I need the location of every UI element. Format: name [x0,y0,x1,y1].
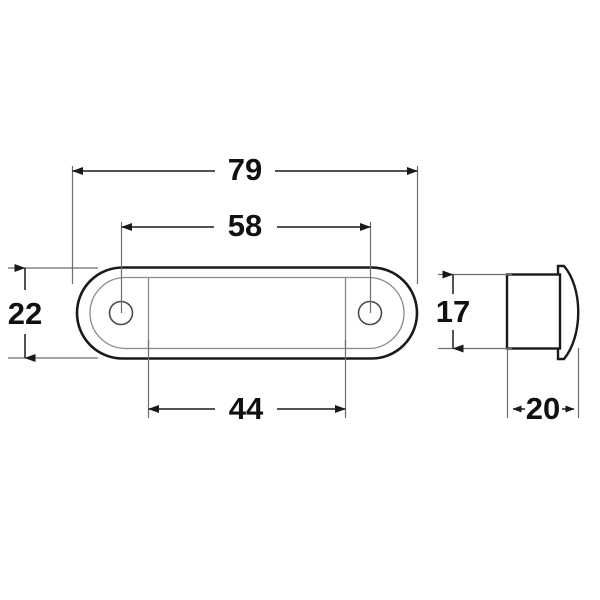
dimension-label-58: 58 [228,208,262,243]
dimension-hole-spacing: 58 [121,208,371,243]
dimension-side-height: 17 [436,270,470,353]
side-lens-flange [556,264,580,361]
dimension-label-17: 17 [436,294,470,329]
dimension-side-depth: 20 [512,391,575,426]
dimension-inner-span: 44 [148,391,346,426]
dimension-overall-length: 79 [72,152,418,187]
front-inner-outline [89,276,405,350]
side-view: 17 20 [436,264,580,426]
front-view: 79 58 22 44 [8,152,419,426]
dimension-overall-height: 22 [8,264,42,362]
dimension-label-44: 44 [229,391,264,426]
dimension-label-22: 22 [8,296,42,331]
dimension-label-79: 79 [228,152,262,187]
side-body-profile [505,273,562,350]
dimension-label-20: 20 [526,391,560,426]
